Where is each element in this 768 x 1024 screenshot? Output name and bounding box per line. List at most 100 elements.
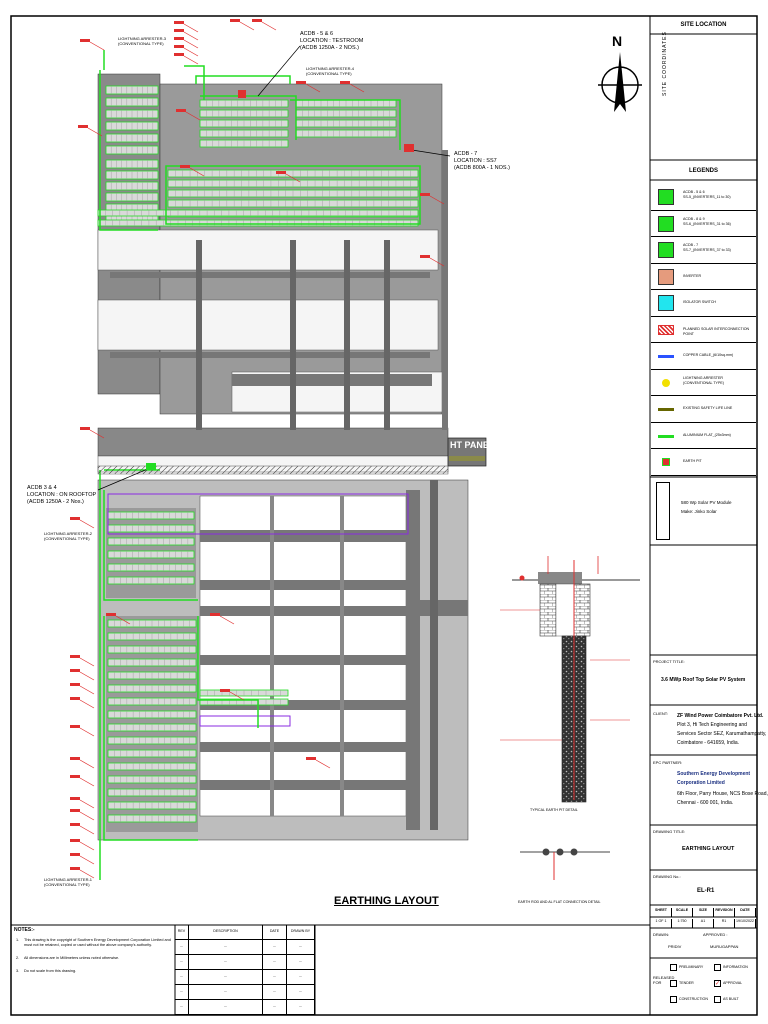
note-item: 2.All dimensions are in Millimeters unle… [16,956,171,961]
leader-tag [80,427,90,430]
revision-cell: -- [189,940,263,954]
revision-cell: DRAWN BY [287,925,315,939]
note-number: 3. [16,969,20,973]
revision-row: -------- [175,940,315,955]
legend-swatch [658,295,674,311]
released-for-label: RELEASED FOR [653,975,675,985]
project-title-label: PROJECT TITLE: [653,659,685,664]
arrester-line: (CONVENTIONAL TYPE) [44,882,90,887]
revision-cell: -- [263,955,287,969]
leader-tag [420,193,430,196]
leader-line [185,111,201,121]
leader-line [183,31,199,41]
callout-line: LOCATION : SS7 [454,158,497,164]
legend-label: PLANNED SOLAR INTERCONNECTION POINT [683,326,750,336]
revision-cell: REV [175,925,189,939]
leader-line [183,47,199,57]
revision-row: -------- [175,970,315,985]
leader-line [229,691,245,701]
revision-cell: -- [287,1000,315,1014]
leader-tag [70,809,80,812]
leader-tag [252,19,262,22]
north-arrow-icon [598,52,642,112]
legend-item: EARTH PIT [651,449,756,476]
revision-cell: -- [175,940,189,954]
leader-line [79,811,95,821]
upper-leader-marks [78,19,445,439]
callout-line: (ACDB 1250A - 2 Nos.) [27,499,84,505]
release-option-label: PRELIMINARY [679,965,704,969]
legend-text: COPPER CABLE_(6/10sq.mm) [683,353,755,358]
leader-line [79,869,95,879]
leader-tag [70,775,80,778]
leader-tag [70,823,80,826]
release-option-label: APPROVAL [723,981,743,985]
checkbox[interactable]: ✓ [714,980,721,987]
legend-swatch [658,355,674,358]
title-block-frame [11,16,757,1015]
release-option[interactable]: PRELIMINARY [668,962,712,976]
drawing-title: EARTHING LAYOUT [682,846,735,852]
leader-line [305,83,321,93]
legend-text: EXISTING SAFETY LIFE LINE [683,406,755,411]
leader-line [285,173,301,183]
leader-tag [176,109,186,112]
revision-cell: -- [175,970,189,984]
leader-tag [230,19,240,22]
legend-text: LIGHTNING ARRESTER(CONVENTIONAL TYPE) [683,376,755,386]
epc-name-1: Southern Energy Development [677,771,751,777]
arrester-line: LIGHTNING ARRESTER-3 [118,36,167,41]
sheet-info-cell: 1:750 [672,919,693,928]
leader-tag [106,613,116,616]
leader-tag [174,45,184,48]
checkbox[interactable] [670,980,677,987]
leader-line [429,257,445,267]
legend-item: PLANNED SOLAR INTERCONNECTION POINT [651,317,756,343]
legend-swatch [658,215,674,232]
revision-cell: -- [263,940,287,954]
lower-panel-rows [107,511,289,823]
leader-tag [70,867,80,870]
legend-text: ALUMINIUM FLAT_(25x3mm) [683,433,755,438]
leader-line [87,127,103,137]
legend-item: ISOLATOR SWITCH [651,290,756,317]
leader-tag [70,669,80,672]
arrester-label-4: LIGHTNING ARRESTER-4 (CONVENTIONAL TYPE) [306,66,354,76]
release-option[interactable]: AS BUILT [712,994,756,1008]
drawing-title-label: DRAWING TITLE: [653,829,686,834]
release-option-label: TENDER [679,981,694,985]
legend-label: LIGHTNING ARRESTER [683,375,723,380]
leader-line [349,83,365,93]
release-option[interactable]: CONSTRUCTION [668,994,712,1008]
legend-swatch [658,408,674,411]
checkbox[interactable] [714,964,721,971]
checkbox[interactable] [714,996,721,1003]
release-option[interactable]: TENDER [668,978,712,992]
checkbox[interactable] [670,964,677,971]
legend-sublabel: SS-7_(INVERTERS_37 to 33) [683,248,731,252]
leader-tag [70,757,80,760]
legends-heading: LEGENDS [688,168,718,174]
leader-line [183,39,199,49]
release-option[interactable]: ✓APPROVAL [712,978,756,992]
legend-label: EARTH PIT [683,459,702,463]
release-option[interactable]: INFORMATION [712,962,756,976]
legend-swatch [658,434,674,438]
legend-item: EXISTING SAFETY LIFE LINE [651,396,756,423]
revision-cell: -- [287,985,315,999]
drawn-by: PRIDIV [668,944,682,949]
revision-cell: -- [175,955,189,969]
approved-label: APPROVED : [703,932,728,937]
revision-row: -------- [175,985,315,1000]
note-item: 3.Do not scale from this drawing. [16,969,171,974]
legend-label: ACDB - 8 & 9 [683,216,705,221]
upper-building [97,73,449,473]
checkbox[interactable] [670,996,677,1003]
legend-swatch [658,242,674,258]
